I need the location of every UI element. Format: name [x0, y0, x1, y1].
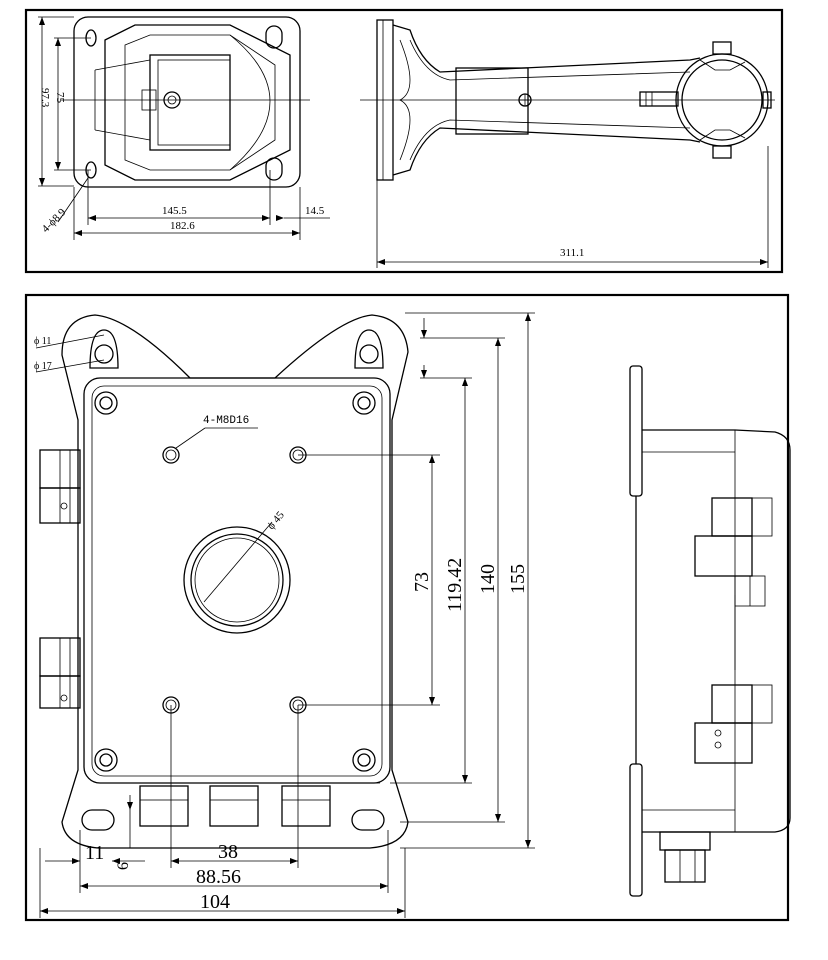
top-front-view — [60, 16, 310, 188]
bottom-frame — [24, 293, 790, 922]
dim-119-42: 119.42 — [444, 558, 466, 612]
dim-73: 73 — [411, 572, 433, 592]
dim-311-1: 311.1 — [560, 247, 584, 259]
top-frame — [24, 8, 784, 274]
dim-11: 11 — [85, 842, 104, 864]
dim-104: 104 — [200, 891, 230, 913]
dim-thread: 4-M8D16 — [203, 415, 249, 427]
dim-phi-11: ϕ 11 — [34, 336, 51, 347]
dim-182-6: 182.6 — [170, 220, 195, 232]
dim-6: 6 — [115, 862, 132, 870]
top-right-dims — [376, 146, 769, 268]
top-left-dims — [38, 16, 330, 240]
bottom-side-view — [629, 365, 791, 897]
dim-155: 155 — [507, 564, 529, 594]
dim-97-3: 97.3 — [39, 88, 51, 108]
dim-75: 75 — [54, 92, 66, 104]
dim-140: 140 — [477, 564, 499, 594]
dim-145-5: 145.5 — [162, 205, 187, 217]
dim-88-56: 88.56 — [196, 866, 241, 888]
bottom-leaders — [35, 334, 258, 449]
dim-14-5: 14.5 — [305, 205, 325, 217]
top-side-view — [360, 19, 775, 181]
dim-phi-17: ϕ 17 — [34, 361, 52, 372]
bottom-front-view — [39, 314, 409, 849]
dim-hole: 4-ϕ8.9 — [40, 206, 69, 235]
dim-38: 38 — [218, 841, 238, 863]
bottom-vertical-dims — [298, 312, 535, 849]
dim-phi-45: ϕ 45 — [265, 509, 287, 532]
bottom-horizontal-dims — [39, 705, 406, 918]
